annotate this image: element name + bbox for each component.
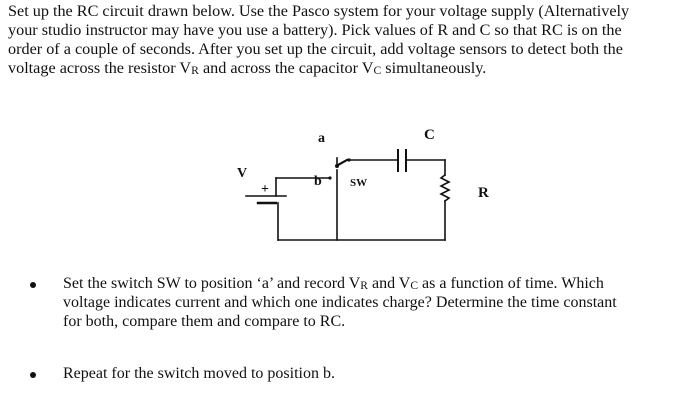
intro-line-4: voltage across the resistor VR and acros… [8,59,700,78]
resistor-zigzag [439,173,451,203]
switch-contact-a [347,158,351,162]
subscript-r: R [360,279,368,292]
intro-paragraph: Set up the RC circuit drawn below. Use t… [8,2,700,78]
task-item-1-line-1: Set the switch SW to position ‘a’ and re… [63,274,700,293]
switch-contact-common [335,164,339,168]
subscript-r: R [191,63,199,77]
task-item-1-line-3: for both, compare them and compare to RC… [63,313,346,330]
intro-line-4-mid: and across the capacitor V [198,59,374,77]
bullet-dot [30,282,36,288]
label-r: R [478,185,489,201]
subscript-c: C [410,279,419,292]
task-item-1-line-2: voltage indicates current and which one … [63,294,617,311]
intro-line-2: your studio instructor may have you use … [8,21,622,39]
intro-line-4-suffix: simultaneously. [381,59,487,77]
switch-contact-b [328,176,332,180]
task-item-1-text: Set the switch SW to position ‘a’ and re… [63,274,700,331]
label-plus: + [261,182,269,197]
label-c: C [424,127,435,143]
intro-line-4-prefix: voltage across the resistor V [8,59,192,77]
task-item-1-part3: as a function of time. Which [418,275,604,292]
task-item-1-part1: Set the switch SW to position ‘a’ and re… [63,275,361,292]
bullet-dot [30,372,36,378]
subscript-c: C [373,63,382,77]
task-item-2-line-1: Repeat for the switch moved to position … [63,365,335,382]
label-b: b [314,174,322,189]
label-sw: SW [350,177,367,189]
switch-blade [336,158,349,167]
label-v: V [237,166,247,181]
intro-line-3: order of a couple of seconds. After you … [8,40,623,58]
task-item-1-part2: and V [367,275,411,292]
intro-line-1: Set up the RC circuit drawn below. Use t… [8,2,630,20]
label-a: a [318,131,325,146]
task-item-2-text: Repeat for the switch moved to position … [63,364,700,383]
